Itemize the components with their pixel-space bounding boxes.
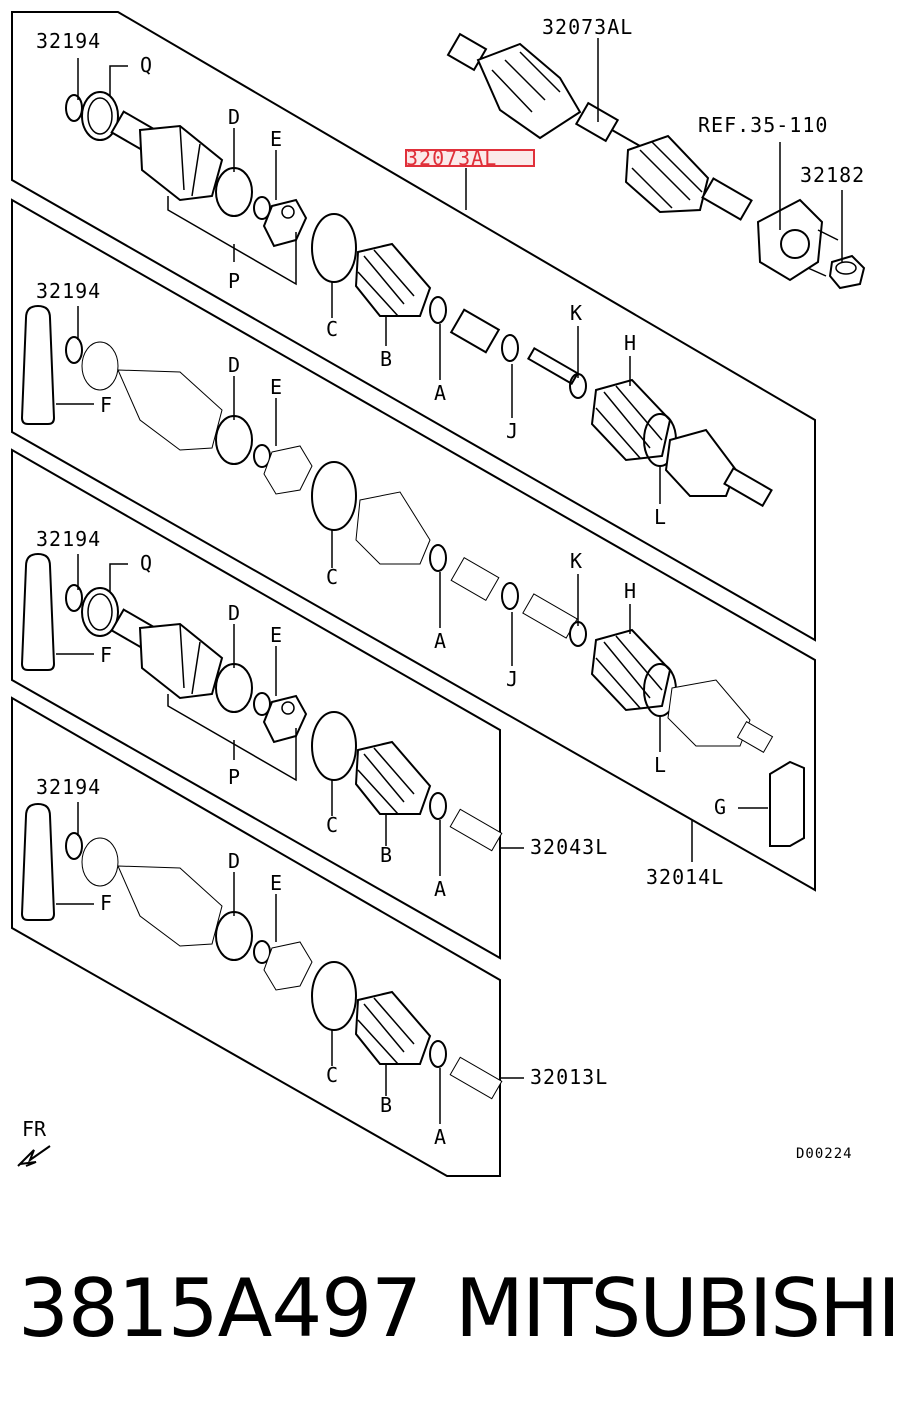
callout-p: P	[228, 765, 240, 789]
callout-d: D	[228, 849, 240, 873]
callout-k: K	[570, 301, 582, 325]
assembly-code-panel-2: 32014L	[646, 865, 724, 889]
direction-arrow-icon	[17, 1145, 51, 1167]
callout-q: Q	[140, 551, 152, 575]
callout-c: C	[326, 1063, 338, 1087]
callout-h: H	[624, 331, 636, 355]
clip-code-1: 32194	[36, 29, 101, 53]
assembly-labels: 32073AL 32073AL REF.35-110 32182 32014L …	[36, 15, 865, 1089]
leader-lines	[56, 38, 843, 1124]
ref-label: REF.35-110	[698, 113, 828, 137]
callout-k: K	[570, 549, 582, 573]
callout-f: F	[100, 643, 112, 667]
hub-ref	[756, 198, 839, 282]
hub-nut	[828, 254, 866, 290]
callout-c: C	[326, 813, 338, 837]
callout-e: E	[270, 623, 282, 647]
callout-b: B	[380, 1093, 392, 1117]
part-number: 3815A497	[18, 1262, 422, 1355]
nut-code: 32182	[800, 163, 865, 187]
callout-j: J	[506, 667, 518, 691]
exploded-parts-diagram: 32073AL 32073AL REF.35-110 32182 32014L …	[11, 11, 866, 1177]
brand-name: MITSUBISHI	[455, 1262, 901, 1355]
callout-l: L	[654, 753, 666, 777]
callout-d: D	[228, 105, 240, 129]
highlight-box	[405, 149, 535, 167]
panel-2-parts	[20, 304, 805, 847]
callout-a: A	[434, 1125, 446, 1149]
callout-h: H	[624, 579, 636, 603]
callout-e: E	[270, 127, 282, 151]
callout-b: B	[380, 347, 392, 371]
callout-e: E	[270, 871, 282, 895]
callout-d: D	[228, 353, 240, 377]
direction-indicator: FR	[17, 1117, 51, 1167]
callout-a: A	[434, 629, 446, 653]
callout-d: D	[228, 601, 240, 625]
callout-a: A	[434, 877, 446, 901]
callout-l: L	[654, 505, 666, 529]
assembly-code-panel-3: 32043L	[530, 835, 608, 859]
callout-j: J	[506, 419, 518, 443]
direction-label: FR	[22, 1117, 47, 1141]
panel-3-parts	[20, 552, 503, 852]
clip-code-2: 32194	[36, 279, 101, 303]
assembly-code-panel-4: 32013L	[530, 1065, 608, 1089]
assembly-code-top: 32073AL	[542, 15, 633, 39]
callout-c: C	[326, 565, 338, 589]
callout-q: Q	[140, 53, 152, 77]
callout-a: A	[434, 381, 446, 405]
assembly-code-highlighted: 32073AL	[406, 146, 497, 170]
callout-b: B	[380, 843, 392, 867]
callout-f: F	[100, 393, 112, 417]
callout-f: F	[100, 891, 112, 915]
complete-drive-shaft	[446, 32, 753, 221]
callout-g: G	[714, 795, 726, 819]
callout-c: C	[326, 317, 338, 341]
callout-e: E	[270, 375, 282, 399]
callout-p: P	[228, 269, 240, 293]
panel-4-parts	[20, 802, 503, 1100]
clip-code-3: 32194	[36, 527, 101, 551]
letter-callouts: Q D E P C B A J K H L F D E C A J K H L …	[100, 53, 726, 1149]
footer: 3815A497 MITSUBISHI	[0, 1262, 909, 1372]
panel-1-parts	[65, 91, 773, 508]
drawing-id: D00224	[796, 1146, 853, 1162]
panel-outlines	[11, 11, 816, 1177]
clip-code-4: 32194	[36, 775, 101, 799]
